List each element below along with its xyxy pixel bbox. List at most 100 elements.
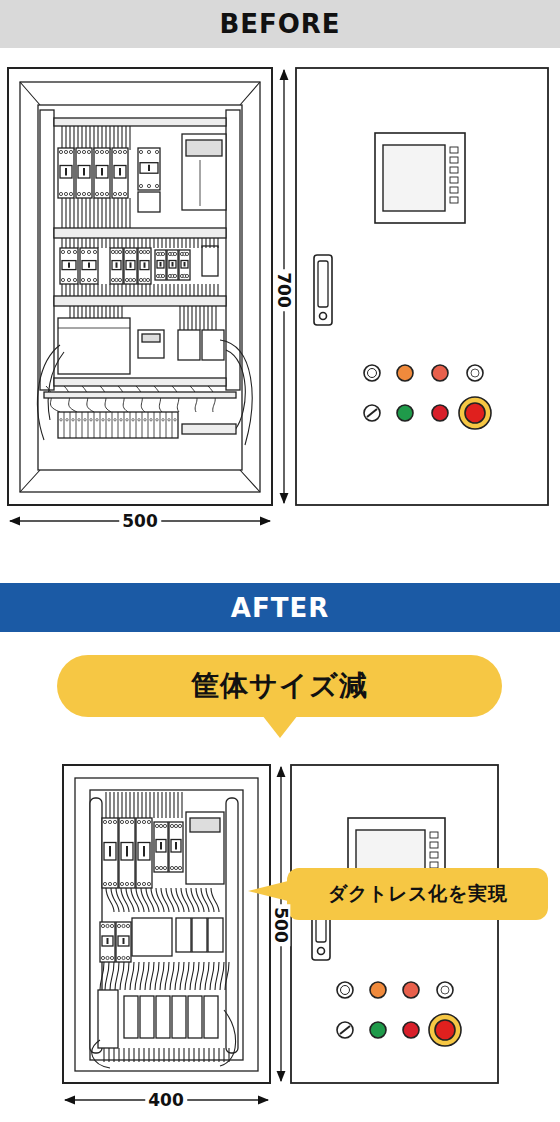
screw bbox=[143, 278, 146, 281]
wire bbox=[81, 284, 82, 296]
hmi-key bbox=[450, 147, 458, 153]
breaker-face bbox=[126, 261, 135, 270]
dimension-label: 500 bbox=[272, 904, 291, 946]
breaker bbox=[124, 248, 137, 284]
screw bbox=[103, 882, 106, 885]
stroke bbox=[100, 412, 101, 438]
wire bbox=[61, 126, 62, 150]
door bbox=[291, 765, 498, 1083]
wire bbox=[81, 126, 82, 150]
screw bbox=[137, 820, 140, 823]
breaker-face bbox=[62, 261, 76, 270]
wire bbox=[161, 888, 169, 912]
screw bbox=[106, 956, 109, 959]
wire bbox=[145, 962, 149, 990]
wire bbox=[141, 792, 142, 818]
screw bbox=[138, 419, 140, 421]
wire bbox=[138, 1048, 139, 1062]
enclosure-flange bbox=[75, 778, 258, 1071]
node-text: BEFORE bbox=[219, 9, 340, 39]
screw bbox=[130, 820, 133, 823]
screw bbox=[156, 419, 158, 421]
screw bbox=[125, 820, 128, 823]
screw bbox=[132, 278, 135, 281]
stroke bbox=[160, 842, 162, 850]
wire bbox=[208, 1048, 209, 1062]
stroke bbox=[70, 412, 71, 438]
screw bbox=[118, 150, 121, 153]
wire bbox=[101, 306, 102, 318]
screw bbox=[150, 419, 152, 421]
stroke bbox=[148, 165, 150, 171]
relay bbox=[202, 330, 224, 360]
wire bbox=[166, 888, 174, 912]
stroke bbox=[166, 412, 167, 438]
power-supply bbox=[98, 990, 118, 1048]
hmi-key bbox=[430, 832, 438, 838]
section-band: AFTER bbox=[0, 583, 560, 632]
screw bbox=[163, 866, 166, 869]
stroke bbox=[367, 409, 377, 417]
wire bbox=[109, 238, 110, 248]
screw bbox=[118, 250, 121, 253]
wire bbox=[97, 306, 98, 318]
lock bbox=[318, 948, 325, 955]
breaker-face bbox=[102, 936, 113, 946]
wire bbox=[180, 962, 184, 990]
screw bbox=[120, 882, 123, 885]
callout-box: ダクトレス化を実現 bbox=[287, 868, 548, 920]
breaker-face bbox=[60, 166, 72, 179]
wire bbox=[175, 962, 179, 990]
wire bbox=[109, 792, 110, 818]
wire bbox=[69, 284, 70, 296]
wire bbox=[190, 386, 197, 412]
screw bbox=[77, 192, 80, 195]
wire bbox=[181, 284, 182, 296]
wire bbox=[129, 126, 130, 150]
wire bbox=[100, 386, 111, 412]
wire bbox=[172, 386, 179, 412]
wire bbox=[73, 198, 74, 228]
button bbox=[403, 1022, 419, 1038]
wire bbox=[97, 238, 98, 248]
wire bbox=[89, 126, 90, 150]
wire bbox=[169, 792, 170, 818]
wire bbox=[121, 126, 122, 150]
wire bbox=[161, 284, 162, 296]
wire bbox=[211, 888, 219, 912]
screw bbox=[147, 184, 150, 187]
wire bbox=[178, 1048, 179, 1062]
wire bbox=[118, 1048, 119, 1062]
wire bbox=[136, 888, 144, 912]
wire bbox=[217, 284, 218, 296]
stroke bbox=[119, 168, 121, 176]
breaker bbox=[112, 148, 128, 198]
screw bbox=[178, 824, 181, 827]
wire bbox=[73, 126, 74, 150]
wire bbox=[129, 238, 130, 248]
wire bbox=[157, 238, 158, 248]
wire bbox=[133, 1048, 134, 1062]
wire bbox=[125, 198, 126, 228]
screw bbox=[101, 956, 104, 959]
screw bbox=[139, 250, 142, 253]
speech-bubble: 筐体サイズ減 bbox=[57, 655, 502, 717]
wire bbox=[150, 962, 154, 990]
wire bbox=[211, 306, 212, 330]
stroke bbox=[118, 412, 119, 438]
screw bbox=[108, 882, 111, 885]
screw bbox=[102, 419, 104, 421]
enclosure bbox=[63, 765, 270, 1083]
wire bbox=[181, 792, 182, 818]
screw bbox=[163, 824, 166, 827]
screw bbox=[159, 866, 162, 869]
wire bbox=[77, 306, 78, 318]
wire bbox=[177, 792, 178, 818]
hmi-key bbox=[430, 852, 438, 858]
screw bbox=[67, 278, 70, 281]
screw bbox=[126, 956, 129, 959]
screw bbox=[69, 150, 72, 153]
stroke bbox=[83, 168, 85, 176]
wire bbox=[77, 126, 78, 150]
